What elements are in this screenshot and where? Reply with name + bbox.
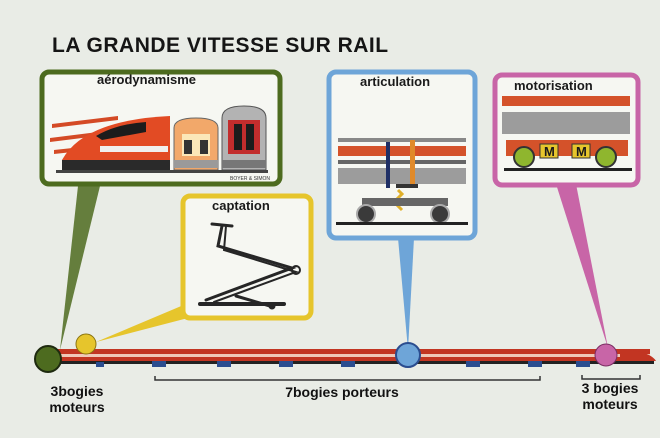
carrying-bogies bbox=[152, 361, 590, 367]
motorisation-callout-stem bbox=[556, 184, 608, 348]
motorisation-panel: M M motorisation bbox=[492, 72, 641, 188]
motor-label-2: M bbox=[576, 144, 587, 159]
pantograph-illustration bbox=[198, 222, 301, 310]
bogie-highlight-motorisation bbox=[594, 343, 618, 367]
bogie-highlight-aero bbox=[34, 345, 62, 373]
carrying-bogies-bracket bbox=[154, 376, 541, 381]
captation-callout-stem bbox=[96, 304, 188, 342]
articulation-illustration bbox=[336, 138, 468, 225]
tgv-nose-illustration bbox=[62, 116, 170, 170]
left-bogies-line1: 3bogies bbox=[50, 383, 104, 399]
left-bogies-line2: moteurs bbox=[49, 399, 105, 415]
captation-panel: captation bbox=[180, 193, 314, 321]
motor-label-1: M bbox=[544, 144, 555, 159]
right-bogies-label: 3 bogies moteurs bbox=[572, 380, 648, 412]
page-title: LA GRANDE VITESSE SUR RAIL bbox=[52, 34, 389, 57]
aero-panel: aérodynamisme BOYER & SIMON bbox=[39, 69, 283, 187]
center-bogies-label: 7bogies porteurs bbox=[285, 384, 399, 400]
motor-bogie-illustration: M M bbox=[502, 96, 632, 171]
left-bogies-label: 3bogies moteurs bbox=[40, 383, 114, 415]
bogie-highlight-captation bbox=[75, 333, 97, 355]
right-bogies-line1: 3 bogies bbox=[581, 380, 639, 396]
articulation-label: articulation bbox=[360, 74, 430, 89]
articulation-callout-stem bbox=[398, 238, 414, 350]
bogie-highlight-articulation bbox=[395, 342, 421, 368]
coach-cross-section-2 bbox=[221, 105, 267, 171]
right-motor-bracket bbox=[581, 375, 641, 380]
right-bogies-line2: moteurs bbox=[582, 396, 638, 412]
articulation-panel: articulation bbox=[326, 69, 478, 241]
coach-cross-section-1 bbox=[173, 117, 219, 171]
aero-label: aérodynamisme bbox=[97, 72, 196, 87]
motorisation-label: motorisation bbox=[514, 78, 593, 93]
train-side-view bbox=[34, 333, 656, 373]
artist-credit: BOYER & SIMON bbox=[230, 176, 270, 182]
captation-label: captation bbox=[212, 198, 270, 213]
aero-callout-stem bbox=[60, 186, 100, 350]
